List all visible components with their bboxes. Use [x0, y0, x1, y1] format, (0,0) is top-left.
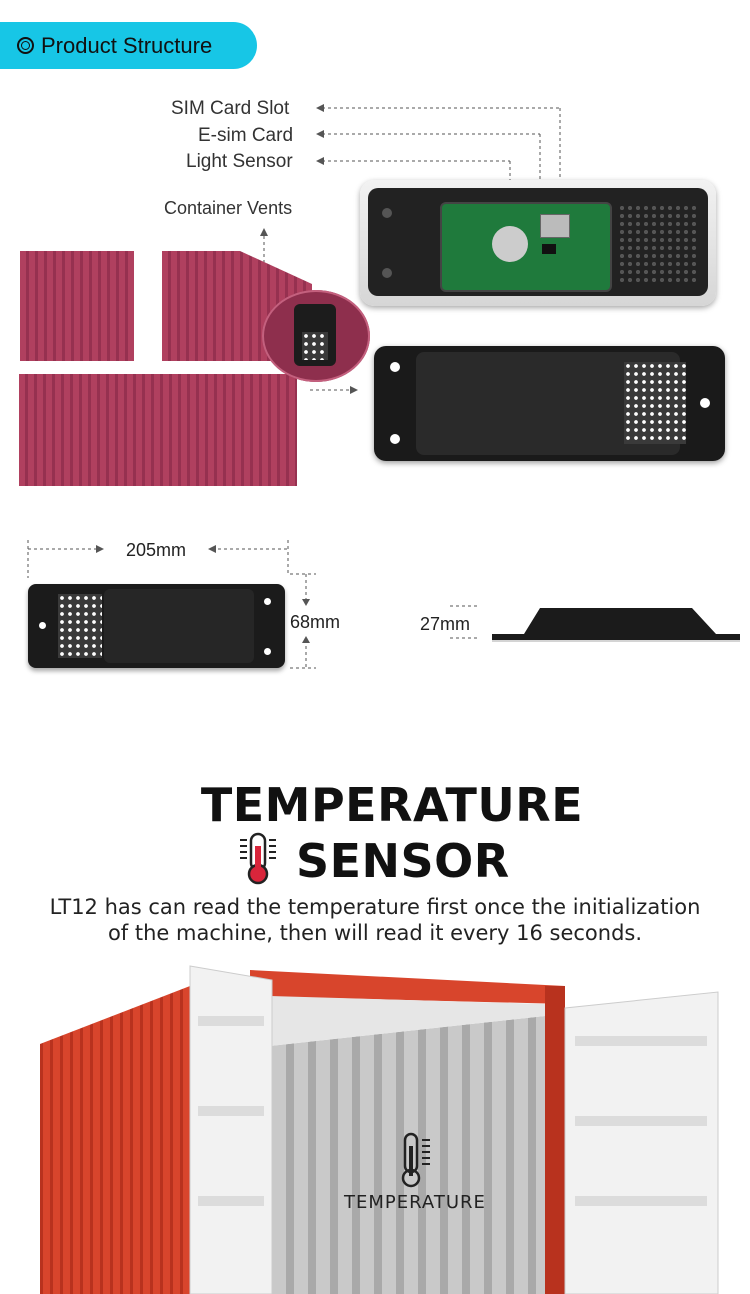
device-internal-view	[360, 180, 716, 306]
vent-grid	[624, 362, 686, 444]
device-closeup-bubble	[262, 290, 370, 382]
device-top-view	[28, 584, 285, 668]
dimension-height: 27mm	[420, 614, 471, 634]
sim-card-slot	[540, 214, 570, 238]
sensor-heading: SENSOR	[296, 834, 510, 888]
device-side-profile	[492, 608, 740, 642]
temperature-wall-label: TEMPERATURE	[344, 1192, 486, 1213]
section-title: Product Structure	[41, 32, 213, 58]
esim-chip	[542, 244, 556, 254]
label-esim-card: E-sim Card	[198, 125, 294, 146]
vent-grid	[58, 594, 102, 658]
circuit-board	[440, 202, 612, 292]
description-line-1: LT12 has can read the temperature first …	[49, 895, 701, 919]
section-header: Product Structure	[0, 22, 257, 69]
label-sim-card-slot: SIM Card Slot	[171, 98, 290, 119]
vent-grid	[618, 204, 698, 282]
container-front-image	[20, 251, 134, 361]
open-container-image: TEMPERATURE	[0, 956, 750, 1294]
circle-icon	[17, 37, 34, 54]
temperature-heading: TEMPERATURE	[200, 778, 584, 832]
label-light-sensor: Light Sensor	[186, 151, 293, 172]
thermometer-icon	[238, 832, 282, 886]
dimension-lines	[27, 540, 478, 669]
device-back-view	[374, 346, 725, 461]
container-side-image	[19, 374, 297, 486]
label-container-vents: Container Vents	[164, 198, 293, 218]
description-line-2: of the machine, then will read it every …	[107, 921, 643, 945]
dimension-width: 68mm	[290, 612, 341, 632]
light-sensor-disc	[492, 226, 528, 262]
dimension-length: 205mm	[126, 540, 187, 560]
